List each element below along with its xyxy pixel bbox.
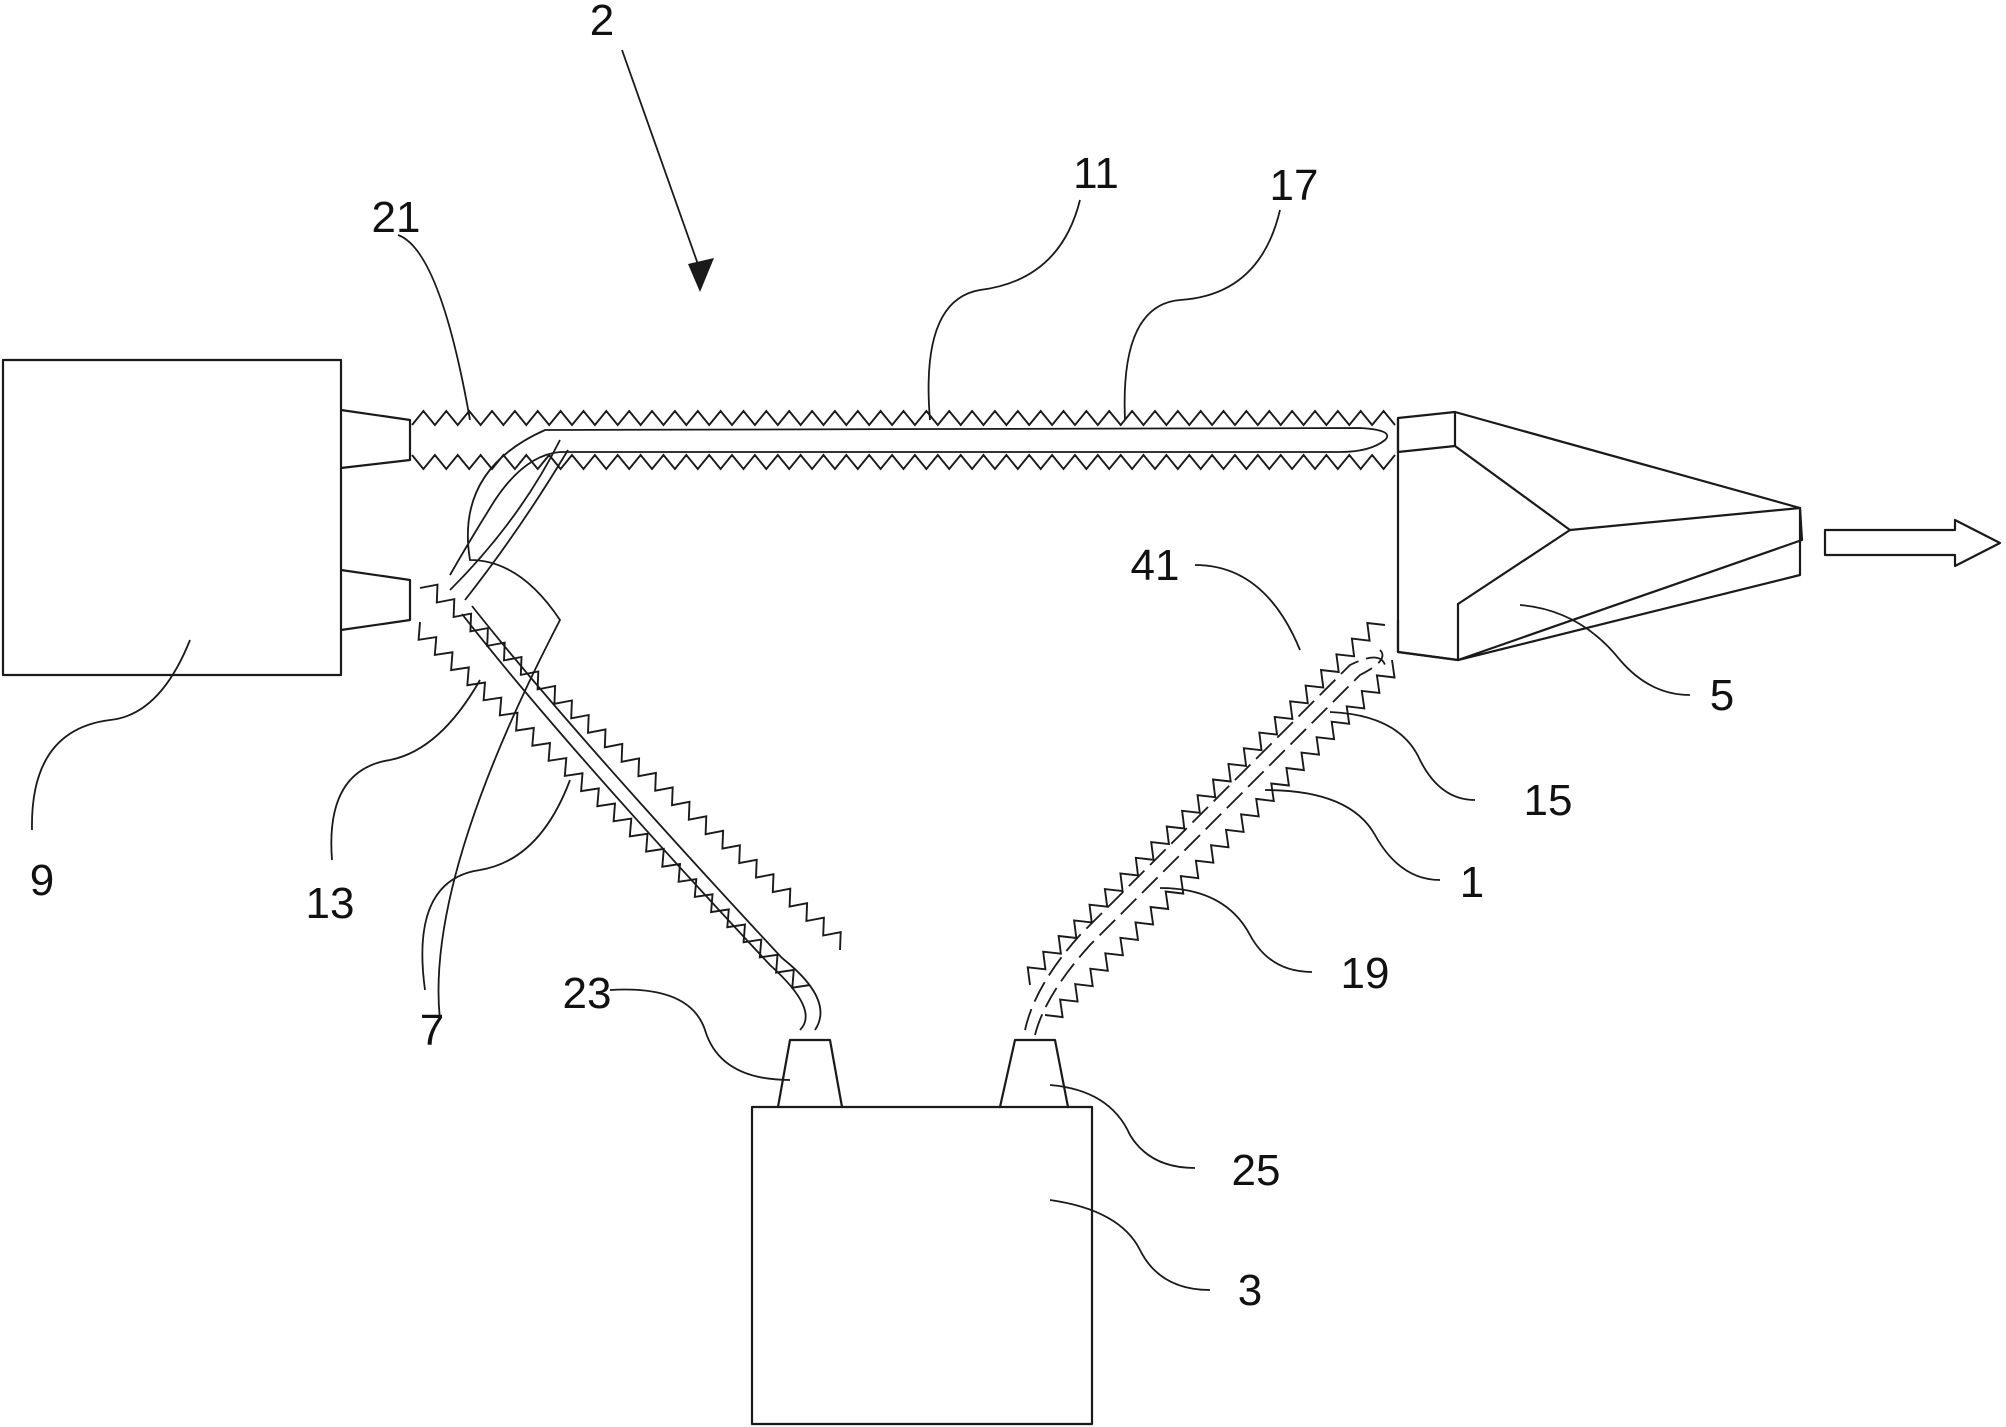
leader-11 [929, 200, 1080, 420]
tube-11-top-wall [412, 411, 1395, 425]
y-piece-lower-inlet [1398, 604, 1458, 660]
label-5: 5 [1710, 671, 1734, 720]
leader-1 [1265, 790, 1440, 880]
label-7: 7 [420, 1006, 444, 1055]
port-23 [778, 1040, 842, 1107]
label-41: 41 [1131, 541, 1180, 590]
y-piece-neck-top [1570, 508, 1800, 530]
label-21: 21 [372, 193, 421, 242]
leader-9 [32, 640, 190, 830]
label-19: 19 [1341, 949, 1390, 998]
label-3: 3 [1238, 1266, 1262, 1315]
leader-7 [422, 780, 570, 990]
heater-wire-13 [462, 614, 806, 1030]
port-25 [1000, 1040, 1068, 1107]
tube-1-upper-wall [1028, 623, 1385, 985]
label-25: 25 [1232, 1146, 1281, 1195]
label-13: 13 [306, 879, 355, 928]
heater-wire-13b [472, 606, 820, 1030]
heater-wire-19b [1035, 650, 1383, 1035]
port-lower-9 [341, 570, 410, 630]
leader-13 [331, 680, 480, 860]
heater-wire-11 [439, 428, 1388, 1020]
leader-25 [1050, 1085, 1195, 1168]
box-9 [3, 360, 341, 675]
leader-21 [398, 235, 470, 420]
box-3 [752, 1107, 1092, 1424]
label-9: 9 [30, 856, 54, 905]
y-piece-inner-fork [1455, 446, 1570, 604]
tube-11-bottom-wall [412, 455, 1395, 469]
label-23: 23 [563, 969, 612, 1018]
leader-5 [1520, 605, 1690, 695]
label-1: 1 [1460, 858, 1484, 907]
y-piece-outlet-body [1458, 508, 1800, 660]
arrowhead-2 [688, 258, 714, 292]
leader-19 [1160, 888, 1312, 972]
corrugated-tubes [412, 411, 1395, 1017]
outlet-arrow-icon [1825, 520, 2000, 566]
label-15: 15 [1524, 776, 1573, 825]
label-11: 11 [1073, 149, 1119, 198]
leader-3 [1050, 1200, 1210, 1290]
leader-23 [610, 990, 790, 1081]
label-17: 17 [1270, 161, 1319, 210]
leader-17 [1125, 210, 1280, 420]
label-2: 2 [590, 0, 614, 45]
leader-2 [622, 50, 700, 270]
port-upper-9 [341, 410, 410, 468]
leader-41 [1195, 565, 1300, 650]
leader-15 [1330, 712, 1475, 800]
heater-wire-19 [1025, 658, 1385, 1031]
